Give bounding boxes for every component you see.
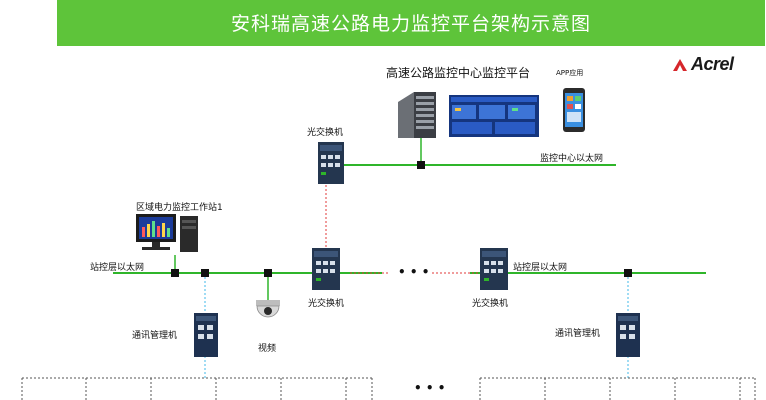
ellipsis-middle: • • • (398, 265, 430, 279)
node-comm-left (201, 269, 209, 277)
comm-manager-left-label: 通讯管理机 (132, 331, 178, 341)
app-label: APP应用 (556, 69, 584, 77)
station-ethernet-left-label: 站控层以太网 (90, 263, 145, 273)
page-title: 安科瑞高速公路电力监控平台架构示意图 (230, 13, 591, 35)
phone-app-icon (563, 88, 585, 132)
node-workstation (171, 269, 179, 277)
bottom-right-device-group (479, 377, 756, 400)
node-comm-right (624, 269, 632, 277)
node-camera (264, 269, 272, 277)
workstation-label: 区域电力监控工作站1 (136, 203, 223, 213)
top-switch-icon (318, 142, 344, 184)
acrel-logo: Acrel (672, 54, 734, 75)
comm-manager-right-icon (616, 313, 640, 357)
center-ethernet-label: 监控中心以太网 (540, 154, 604, 164)
node-center-server (417, 161, 425, 169)
video-label: 视频 (258, 344, 277, 354)
monitoring-screen-icon (449, 95, 539, 137)
bottom-left-device-group (21, 377, 373, 400)
workstation-icon (136, 214, 198, 252)
top-switch-label: 光交换机 (307, 128, 344, 138)
comm-manager-left-icon (194, 313, 218, 357)
middle-switch-icon (312, 248, 340, 290)
comm-manager-right-label: 通讯管理机 (555, 329, 601, 339)
center-platform-label: 高速公路监控中心监控平台 (386, 66, 531, 80)
server-rack-icon (398, 92, 436, 138)
ellipsis-bottom: • • • (414, 381, 446, 395)
right-switch-icon (480, 248, 508, 290)
middle-switch-label: 光交换机 (308, 299, 345, 309)
acrel-logo-text: Acrel (691, 54, 734, 74)
camera-icon (256, 300, 280, 318)
station-ethernet-right-label: 站控层以太网 (513, 263, 568, 273)
right-switch-label: 光交换机 (472, 299, 509, 309)
title-bar: 安科瑞高速公路电力监控平台架构示意图 (57, 0, 765, 46)
acrel-logo-icon (673, 58, 687, 71)
